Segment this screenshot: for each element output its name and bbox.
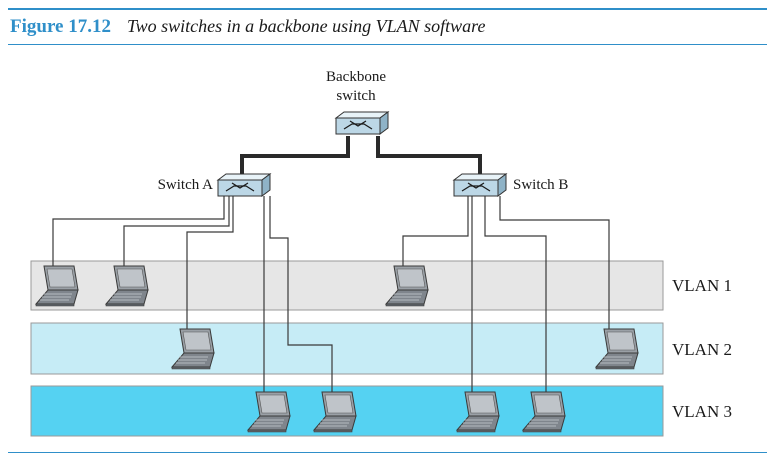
vlan-3-label: VLAN 3 [672,402,732,421]
vlan-2-band [30,322,664,375]
header-rule [8,44,767,45]
figure-caption: Two switches in a backbone using VLAN so… [126,16,486,36]
top-rule [8,8,767,10]
figure-header: Figure 17.12 Two switches in a backbone … [10,16,485,46]
switch-b-label: Switch B [513,177,568,193]
switch-b-cables [402,196,610,393]
switch-b-icon [453,173,507,197]
vlan-2-label: VLAN 2 [672,340,732,359]
bottom-rule [8,452,767,453]
backbone-link-b [376,136,482,178]
switch-a-icon [217,173,271,197]
backbone-switch-icon [335,111,389,135]
backbone-link-a [240,136,350,178]
backbone-label-line2: switch [336,88,376,104]
switch-a-cables [52,196,333,393]
switch-a-label: Switch A [158,177,214,193]
figure-number: Figure 17.12 [10,16,111,37]
backbone-label-line1: Backbone [326,69,386,85]
vlan-1-label: VLAN 1 [672,276,732,295]
